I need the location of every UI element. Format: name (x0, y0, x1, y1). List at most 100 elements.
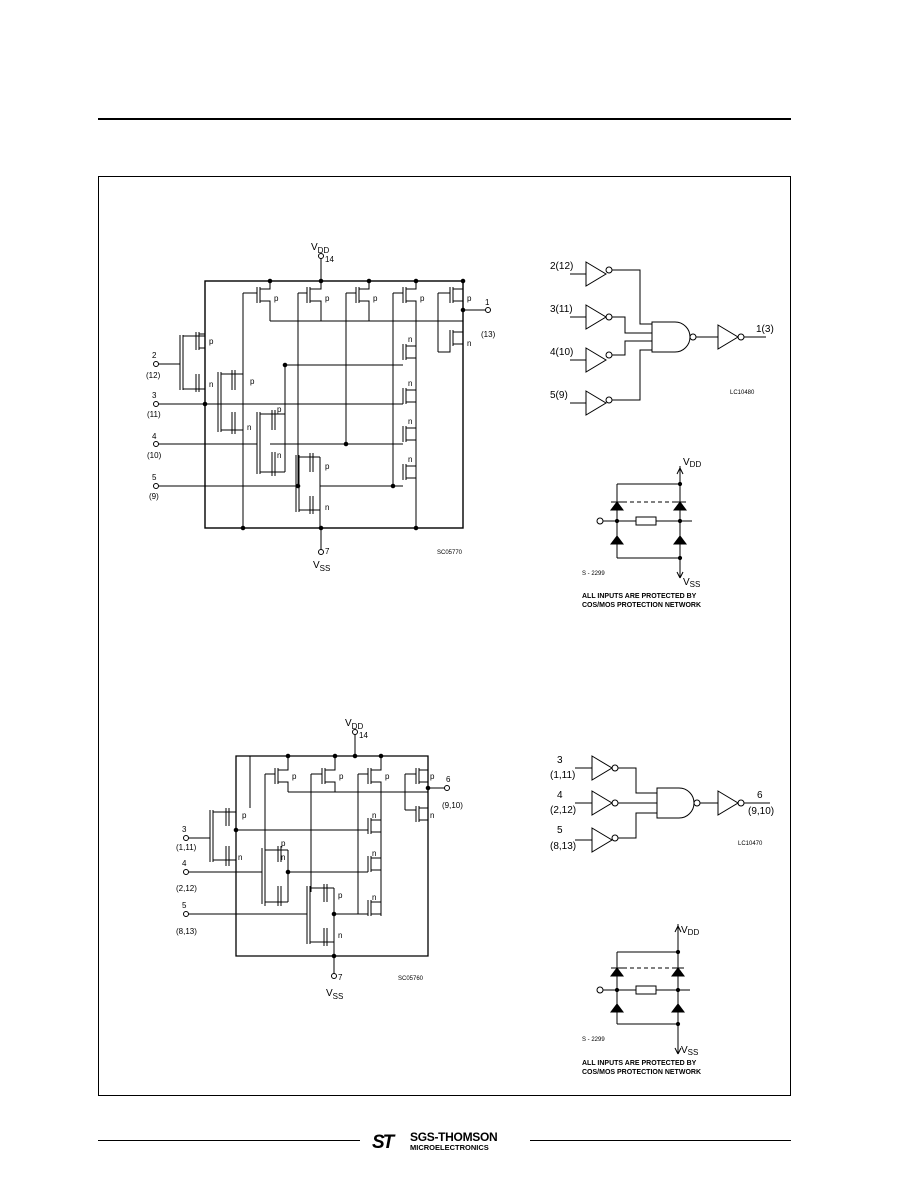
schematic-code: SC05770 (437, 550, 463, 556)
prot-vss: VSS (683, 577, 700, 589)
schematic-4-input (153, 253, 491, 555)
vss-pin: 7 (338, 973, 343, 982)
input-5: 5 (152, 473, 157, 482)
prot-vdd: VDD (683, 457, 701, 469)
vdd-pin: 14 (325, 255, 334, 264)
n-label: n (467, 339, 471, 348)
schematic-3-input (183, 729, 450, 979)
output-6-alt: (9,10) (442, 801, 463, 810)
n-label: n (238, 853, 242, 862)
p-label: p (292, 772, 297, 781)
schematic-4-input-labels: VDD 14 7 VSS 2 (12) 3 (11) 4 (10) 5 (9) … (146, 242, 496, 573)
prot-note-line1: ALL INPUTS ARE PROTECTED BY (582, 1060, 697, 1067)
logic-input-3-alt: (8,13) (550, 841, 576, 852)
p-label: p (385, 772, 390, 781)
n-label: n (209, 380, 213, 389)
p-label: p (339, 772, 344, 781)
input-3-alt: (1,11) (176, 843, 197, 852)
p-label: p (281, 839, 286, 848)
vss-pin: 7 (325, 547, 330, 556)
p-label: p (467, 294, 472, 303)
p-label: p (242, 811, 247, 820)
prot-note-line1: ALL INPUTS ARE PROTECTED BY (582, 593, 697, 600)
vdd-pin: 14 (359, 731, 368, 740)
protection-1-labels: VDD VSS S - 2299 ALL INPUTS ARE PROTECTE… (582, 457, 701, 609)
p-label: p (274, 294, 279, 303)
logic-input-3: 5 (557, 825, 563, 836)
logic-4-input (570, 261, 766, 416)
sgs-thomson-logo: ST SGS-THOMSON MICROELECTRONICS (372, 1130, 522, 1154)
footer-rule-left (98, 1140, 360, 1141)
prot-vss: VSS (681, 1045, 698, 1057)
input-4: 4 (152, 432, 157, 441)
prot-note-line2: COS/MOS PROTECTION NETWORK (582, 602, 701, 609)
output-1: 1 (485, 298, 490, 307)
logic-input-1: 3 (557, 755, 563, 766)
p-label: p (250, 377, 255, 386)
input-4-alt: (10) (147, 451, 162, 460)
prot-code: S - 2299 (582, 571, 605, 577)
input-3: 3 (182, 825, 187, 834)
n-label: n (372, 811, 376, 820)
p-label: p (325, 462, 330, 471)
p-label: p (338, 891, 343, 900)
schematic-code: SC05760 (398, 976, 424, 982)
output-1-alt: (13) (481, 330, 496, 339)
prot-code: S - 2299 (582, 1037, 605, 1043)
p-label: p (277, 405, 282, 414)
logic-input-1-alt: (1,11) (550, 770, 575, 781)
logic-input-2-alt: (2,12) (550, 805, 576, 816)
input-4-alt: (2,12) (176, 884, 197, 893)
vdd-label: VDD (345, 718, 363, 731)
vdd-label: VDD (311, 242, 329, 255)
logic-input-3: 4(10) (550, 347, 573, 358)
input-5: 5 (182, 901, 187, 910)
logic-4-input-labels: 2(12) 3(11) 4(10) 5(9) 1(3) LC10480 (550, 261, 774, 401)
figure-frame (98, 176, 791, 1096)
output-6: 6 (446, 775, 451, 784)
input-3: 3 (152, 391, 157, 400)
logic-input-4: 5(9) (550, 390, 568, 401)
n-label: n (430, 811, 434, 820)
brand-sub: MICROELECTRONICS (410, 1143, 489, 1152)
n-label: n (281, 853, 285, 862)
input-2-alt: (12) (146, 371, 161, 380)
logic-code: LC10470 (738, 841, 763, 847)
p-label: p (373, 294, 378, 303)
input-5-alt: (8,13) (176, 927, 197, 936)
input-2: 2 (152, 351, 157, 360)
logic-input-1: 2(12) (550, 261, 573, 272)
protection-network-2 (596, 924, 690, 1055)
logic-3-input-labels: 3 (1,11) 4 (2,12) 5 (8,13) 6 (9,10) LC10… (550, 755, 774, 852)
input-3-alt: (11) (147, 410, 161, 419)
prot-vdd: VDD (681, 925, 699, 937)
n-label: n (408, 417, 412, 426)
logic-output: 1(3) (756, 324, 774, 335)
vss-label: VSS (326, 988, 343, 1001)
n-label: n (408, 455, 412, 464)
prot-note-line2: COS/MOS PROTECTION NETWORK (582, 1069, 701, 1076)
protection-2-labels: VDD VSS S - 2299 ALL INPUTS ARE PROTECTE… (582, 925, 701, 1076)
n-label: n (338, 931, 342, 940)
n-label: n (325, 503, 329, 512)
logic-3-input (575, 755, 770, 853)
n-label: n (277, 451, 281, 460)
st-logo-icon: ST (372, 1132, 394, 1153)
header-rule (98, 118, 791, 120)
logic-output-alt: (9,10) (748, 806, 774, 817)
input-4: 4 (182, 859, 187, 868)
p-label: p (209, 337, 214, 346)
p-label: p (325, 294, 330, 303)
p-label: p (430, 772, 435, 781)
schematic-3-input-labels: VDD 14 7 VSS 3 (1,11) 4 (2,12) 5 (8,13) … (176, 718, 463, 1001)
n-label: n (408, 379, 412, 388)
vss-label: VSS (313, 560, 330, 573)
n-label: n (408, 335, 412, 344)
brand-name: SGS-THOMSON (410, 1130, 498, 1144)
protection-network-1 (596, 466, 692, 579)
logic-code: LC10480 (730, 390, 755, 396)
footer-rule-right (530, 1140, 791, 1141)
p-label: p (420, 294, 425, 303)
input-5-alt: (9) (149, 492, 159, 501)
